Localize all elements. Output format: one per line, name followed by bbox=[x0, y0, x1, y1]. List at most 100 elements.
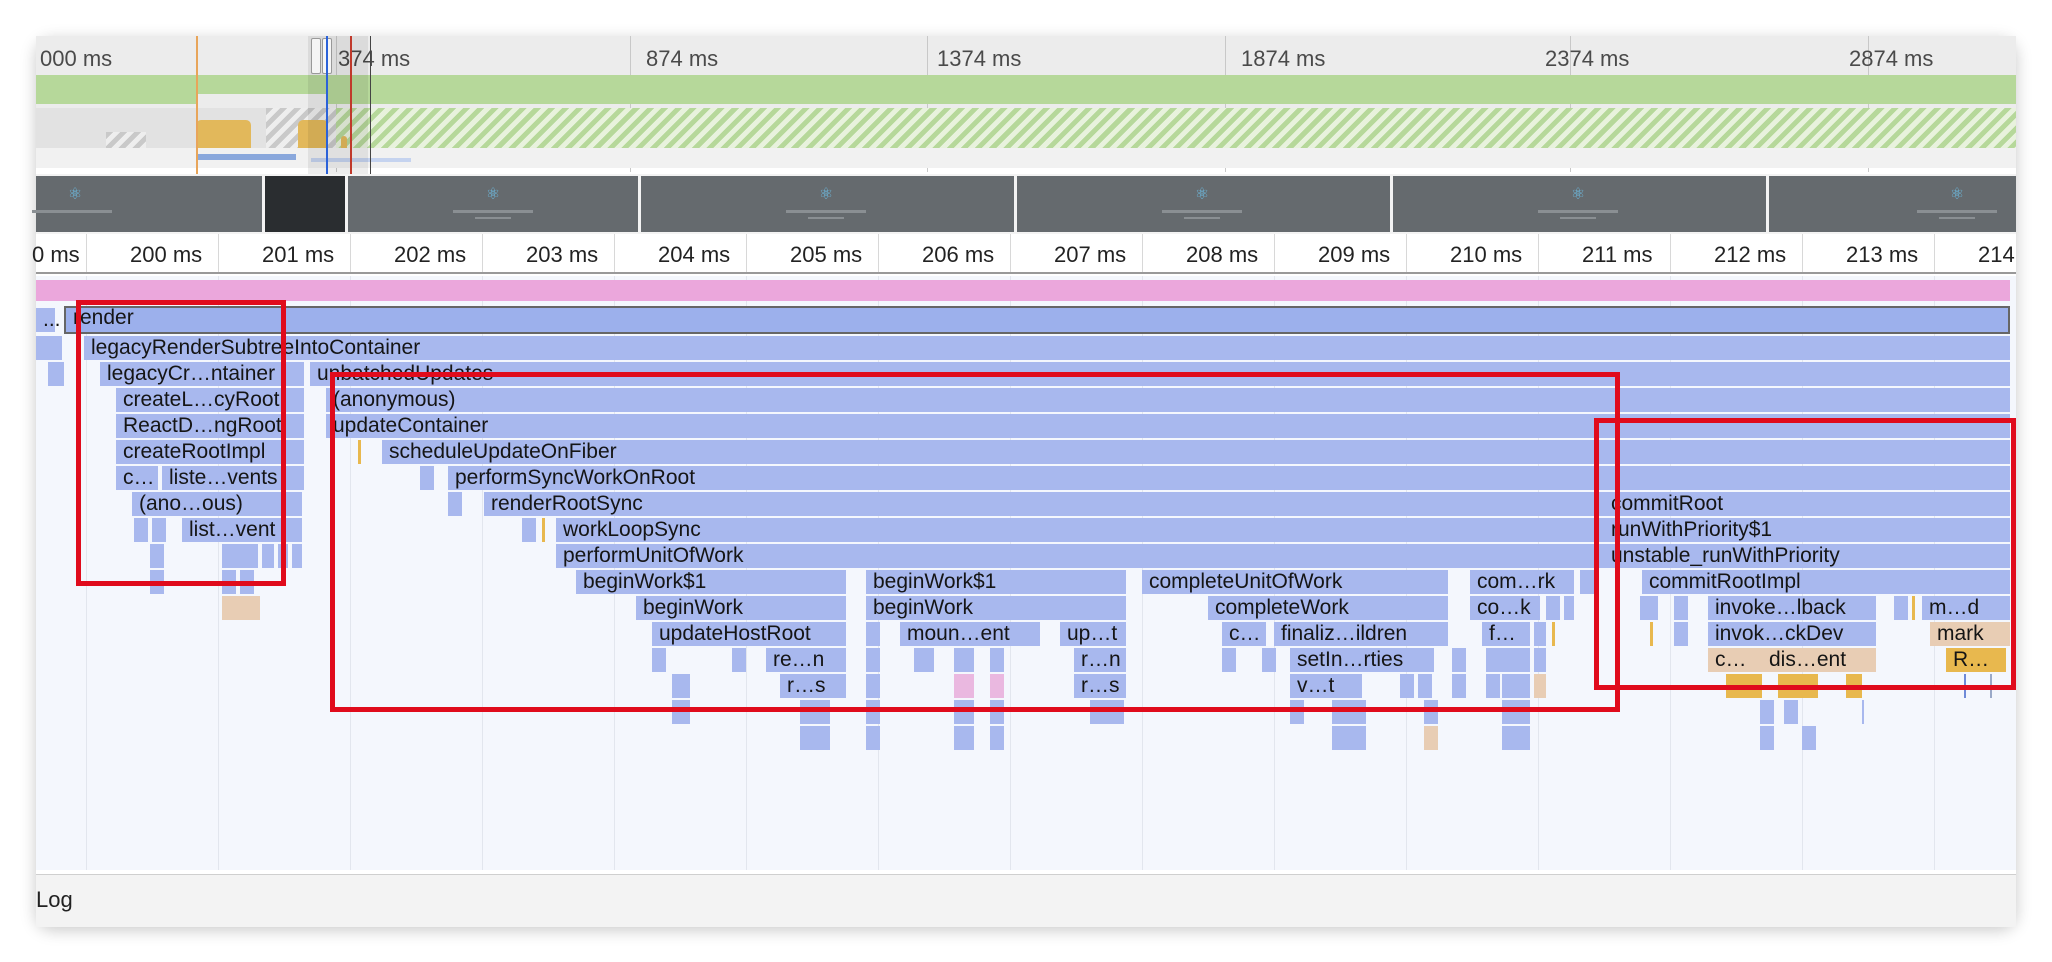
flame-frame[interactable]: beginWork$1 bbox=[576, 570, 846, 594]
flame-frame[interactable]: invok…ckDev bbox=[1708, 622, 1876, 646]
flame-frame[interactable]: r…s bbox=[1074, 674, 1126, 698]
flame-frame[interactable]: r…n bbox=[1074, 648, 1126, 672]
flame-frame[interactable]: (ano…ous) bbox=[132, 492, 302, 516]
flame-frame[interactable] bbox=[1912, 596, 1915, 620]
flame-frame[interactable] bbox=[672, 674, 690, 698]
flame-frame[interactable] bbox=[1894, 596, 1908, 620]
flame-frame[interactable] bbox=[1486, 674, 1500, 698]
flame-frame[interactable] bbox=[954, 674, 974, 698]
flame-frame[interactable]: f… bbox=[1482, 622, 1530, 646]
flame-frame[interactable]: commitRoot bbox=[1604, 492, 2010, 516]
flame-frame[interactable]: completeWork bbox=[1208, 596, 1448, 620]
flame-frame[interactable] bbox=[1090, 700, 1124, 724]
flame-frame[interactable] bbox=[152, 518, 166, 542]
flame-frame[interactable] bbox=[1760, 700, 1774, 724]
flame-frame[interactable] bbox=[1564, 596, 1574, 620]
flame-frame[interactable] bbox=[1502, 674, 1530, 698]
flame-frame[interactable]: scheduleUpdateOnFiber bbox=[382, 440, 2010, 464]
screenshot-frame[interactable]: ⚛ bbox=[641, 176, 1014, 232]
flame-frame[interactable] bbox=[1674, 622, 1688, 646]
flame-frame[interactable]: beginWork bbox=[636, 596, 846, 620]
flame-frame[interactable] bbox=[1546, 596, 1560, 620]
flame-frame[interactable] bbox=[1400, 674, 1414, 698]
flame-frame[interactable] bbox=[36, 336, 62, 360]
flame-frame[interactable] bbox=[866, 674, 880, 698]
flame-frame[interactable]: setIn…rties bbox=[1290, 648, 1434, 672]
flame-frame[interactable] bbox=[1424, 726, 1438, 750]
screenshot-frame[interactable]: ⚛ bbox=[32, 176, 262, 232]
flame-frame[interactable] bbox=[48, 362, 64, 386]
flame-frame[interactable]: commitRootImpl bbox=[1642, 570, 2010, 594]
flame-frame[interactable]: c… bbox=[1222, 622, 1266, 646]
flame-frame[interactable]: R… bbox=[1946, 648, 2006, 672]
flame-chart[interactable]: ... render legacyRenderSubtreeIntoContai… bbox=[36, 276, 2016, 870]
flame-frame[interactable] bbox=[1784, 700, 1798, 724]
flame-frame[interactable] bbox=[1332, 700, 1366, 724]
flame-frame[interactable]: ReactD…ngRoot bbox=[116, 414, 304, 438]
flame-frame[interactable]: runWithPriority$1 bbox=[1604, 518, 2010, 542]
flame-frame[interactable]: completeUnitOfWork bbox=[1142, 570, 1448, 594]
flame-frame[interactable] bbox=[1262, 648, 1276, 672]
task-bar[interactable] bbox=[36, 280, 2010, 301]
flame-frame[interactable]: m…d bbox=[1922, 596, 2010, 620]
flame-frame[interactable] bbox=[1332, 726, 1366, 750]
flame-frame[interactable]: finaliz…ildren bbox=[1274, 622, 1448, 646]
flame-frame[interactable] bbox=[914, 648, 934, 672]
flame-frame[interactable] bbox=[866, 726, 880, 750]
selection-left-handle[interactable] bbox=[311, 38, 321, 74]
flame-frame[interactable] bbox=[358, 440, 361, 464]
console-drawer[interactable]: Log bbox=[36, 874, 2016, 927]
flame-frame[interactable] bbox=[866, 700, 880, 724]
time-ruler[interactable]: 0 ms 200 ms 201 ms 202 ms 203 ms 204 ms … bbox=[32, 234, 2016, 274]
screenshot-frame[interactable]: ⚛ bbox=[1393, 176, 1766, 232]
flame-frame[interactable] bbox=[1452, 648, 1466, 672]
flame-frame[interactable]: (anonymous) bbox=[326, 388, 2010, 412]
flame-frame[interactable]: beginWork$1 bbox=[866, 570, 1126, 594]
flame-frame[interactable]: beginWork bbox=[866, 596, 1126, 620]
flame-frame[interactable] bbox=[1222, 648, 1236, 672]
flame-frame[interactable] bbox=[1552, 622, 1555, 646]
flame-frame[interactable] bbox=[150, 544, 164, 568]
flame-frame[interactable] bbox=[800, 726, 830, 750]
flame-frame[interactable] bbox=[990, 648, 1004, 672]
flame-frame[interactable]: legacyRenderSubtreeIntoContainer bbox=[84, 336, 2010, 360]
flame-frame[interactable]: performSyncWorkOnRoot bbox=[448, 466, 2010, 490]
flame-frame[interactable]: createRootImpl bbox=[116, 440, 304, 464]
flame-frame[interactable]: ... bbox=[36, 308, 61, 332]
flame-frame[interactable] bbox=[1502, 700, 1530, 724]
flame-frame[interactable] bbox=[1418, 674, 1432, 698]
screenshot-frame[interactable]: ⚛ bbox=[1017, 176, 1390, 232]
flame-frame[interactable] bbox=[800, 700, 830, 724]
flame-frame[interactable]: unstable_runWithPriority bbox=[1604, 544, 2010, 568]
flame-frame[interactable]: mark bbox=[1930, 622, 2010, 646]
flame-frame[interactable]: liste…vents bbox=[162, 466, 304, 490]
flame-frame[interactable] bbox=[1290, 700, 1304, 724]
flame-frame[interactable] bbox=[292, 544, 302, 568]
flame-frame[interactable] bbox=[866, 622, 880, 646]
flame-frame[interactable]: updateHostRoot bbox=[652, 622, 846, 646]
flame-frame[interactable] bbox=[652, 648, 666, 672]
flame-frame[interactable] bbox=[1486, 648, 1530, 672]
flame-frame[interactable] bbox=[990, 700, 1004, 724]
flame-frame[interactable] bbox=[672, 700, 690, 724]
flame-frame[interactable] bbox=[1580, 570, 1594, 594]
flame-frame[interactable] bbox=[1534, 622, 1546, 646]
screenshot-frame[interactable] bbox=[265, 176, 345, 232]
flame-frame[interactable] bbox=[954, 700, 974, 724]
flame-frame[interactable]: createL…cyRoot bbox=[116, 388, 304, 412]
flame-frame[interactable] bbox=[1802, 726, 1816, 750]
flame-frame[interactable]: v…t bbox=[1290, 674, 1362, 698]
flame-frame[interactable] bbox=[522, 518, 536, 542]
flame-frame[interactable] bbox=[954, 726, 974, 750]
flame-frame[interactable]: co…k bbox=[1470, 596, 1540, 620]
flame-frame[interactable]: r…s bbox=[780, 674, 846, 698]
flame-frame[interactable] bbox=[990, 726, 1004, 750]
flame-frame[interactable]: com…rk bbox=[1470, 570, 1574, 594]
flame-frame[interactable] bbox=[866, 648, 880, 672]
flame-frame[interactable]: workLoopSync bbox=[556, 518, 1604, 542]
flame-frame[interactable] bbox=[1640, 596, 1658, 620]
flame-frame[interactable] bbox=[222, 596, 260, 620]
screenshot-frame[interactable]: ⚛ bbox=[348, 176, 638, 232]
screenshot-frame[interactable]: ⚛ bbox=[1769, 176, 2016, 232]
flame-frame[interactable]: legacyCr…ntainer bbox=[100, 362, 304, 386]
